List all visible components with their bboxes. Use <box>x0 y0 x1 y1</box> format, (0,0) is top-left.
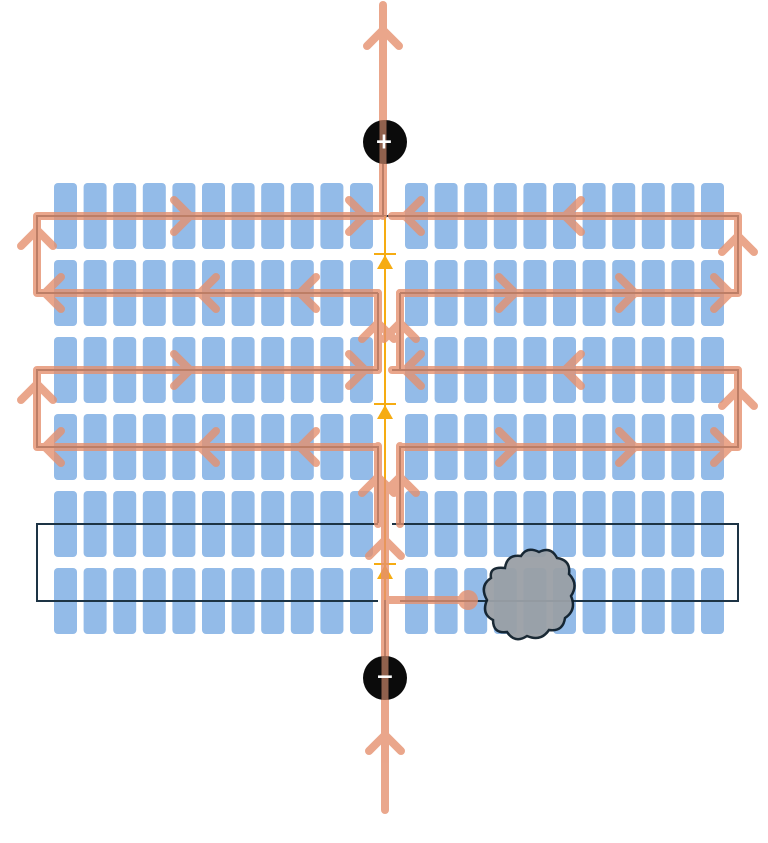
current-path <box>374 289 404 374</box>
current-arrow-icon <box>196 273 220 313</box>
current-arrow-icon <box>401 350 425 390</box>
current-arrow-icon <box>718 386 758 410</box>
wire-left-loop <box>36 523 378 602</box>
current-arrow-icon <box>365 536 405 560</box>
current-arrow-icon <box>495 273 519 313</box>
current-arrow-icon <box>170 196 194 236</box>
negative-terminal-label: − <box>376 665 394 690</box>
current-arrow-icon <box>710 273 734 313</box>
current-arrow-icon <box>296 273 320 313</box>
negative-terminal: − <box>363 656 407 700</box>
current-arrow-icon <box>495 427 519 467</box>
current-arrow-icon <box>41 273 65 313</box>
current-path <box>33 366 382 451</box>
positive-terminal: + <box>363 120 407 164</box>
current-arrow-icon <box>17 380 57 404</box>
diode-icon <box>377 255 393 269</box>
current-arrow-icon <box>615 273 639 313</box>
current-arrow-icon <box>561 196 585 236</box>
current-arrow-icon <box>365 731 405 755</box>
current-arrow-icon <box>170 350 194 390</box>
current-arrow-icon <box>615 427 639 467</box>
current-flow <box>17 1 758 814</box>
current-arrow-icon <box>401 196 425 236</box>
current-arrow-icon <box>710 427 734 467</box>
current-path <box>374 442 404 492</box>
current-arrow-icon <box>561 350 585 390</box>
current-arrow-icon <box>17 226 57 250</box>
current-arrow-icon <box>296 427 320 467</box>
current-arrow-icon <box>345 196 369 236</box>
current-arrow-icon <box>380 319 420 343</box>
current-path <box>33 212 382 297</box>
cloud-icon <box>482 548 576 641</box>
current-arrow-icon <box>196 427 220 467</box>
cloud-shape <box>482 548 576 641</box>
current-arrow-icon <box>345 350 369 390</box>
current-arrow-icon <box>41 427 65 467</box>
diode-icon <box>377 405 393 419</box>
current-arrow-icon <box>363 26 403 50</box>
current-end-dot <box>458 590 478 610</box>
positive-terminal-label: + <box>375 130 393 155</box>
current-arrow-icon <box>718 232 758 256</box>
